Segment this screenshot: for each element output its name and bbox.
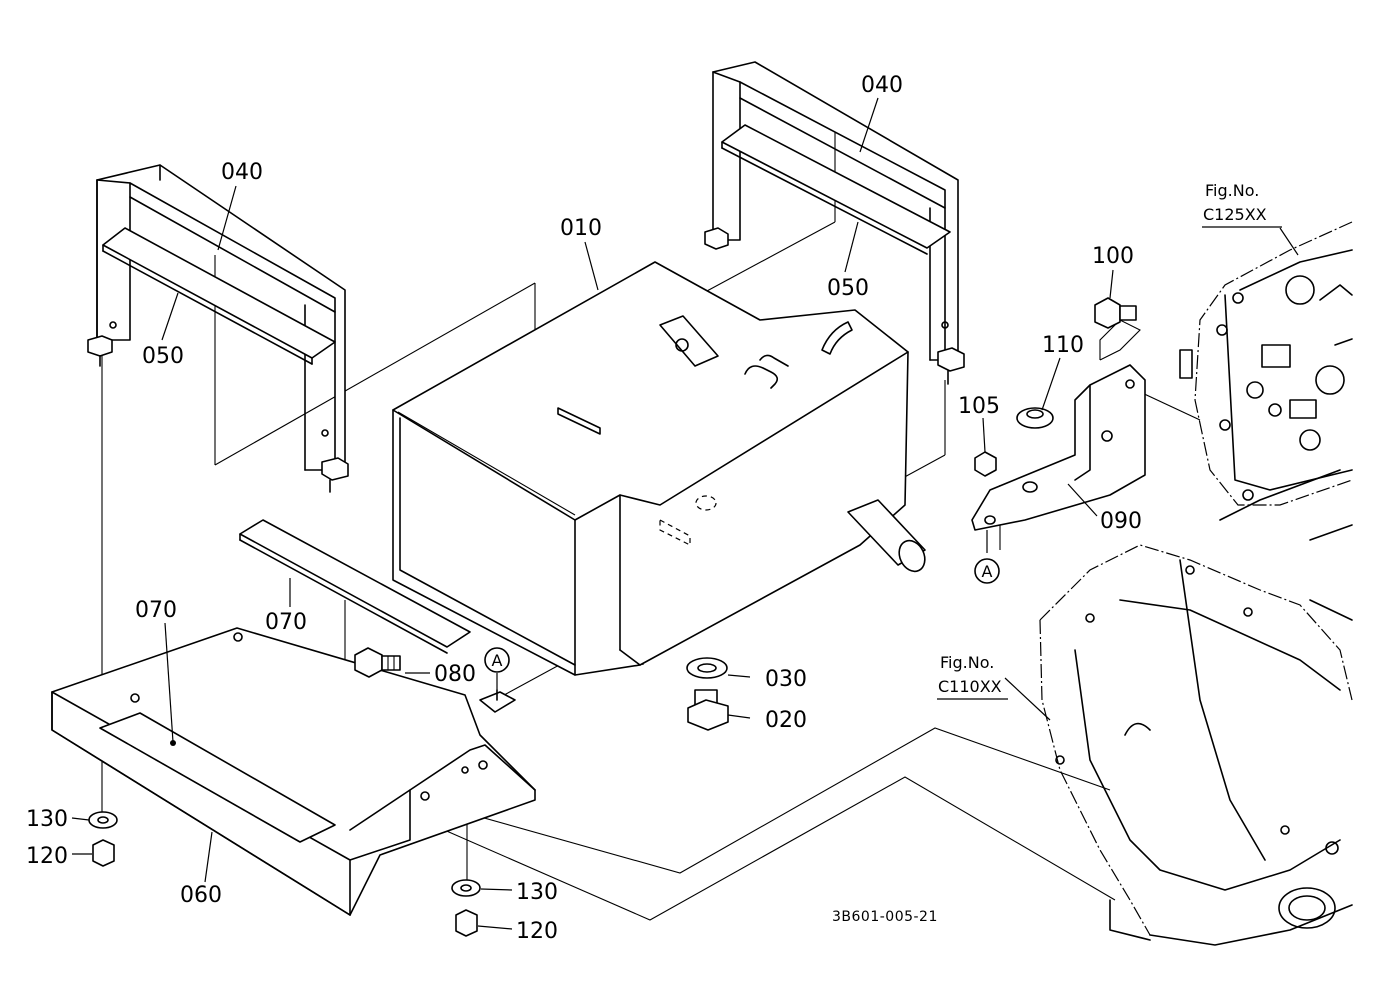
- label-020: 020: [765, 708, 807, 733]
- label-105: 105: [958, 394, 1000, 419]
- marker-a-text-2: A: [492, 651, 503, 670]
- grommet-110: [1016, 407, 1054, 429]
- marker-a-text-1: A: [982, 562, 993, 581]
- label-110: 110: [1042, 333, 1084, 358]
- label-130-left: 130: [26, 807, 68, 832]
- pad-070-loose: [239, 519, 471, 654]
- fig-ref-upper-line1: Fig.No.: [1205, 181, 1259, 200]
- label-080: 080: [434, 662, 476, 687]
- label-leaders: [71, 97, 1299, 930]
- housing-c110xx: [1039, 469, 1353, 946]
- label-010: 010: [560, 216, 602, 241]
- fig-ref-lower-line1: Fig.No.: [940, 653, 994, 672]
- plug-020: [687, 689, 729, 731]
- label-030: 030: [765, 667, 807, 692]
- strip-050-right: [721, 124, 951, 255]
- fig-ref-lower-line2: C110XX: [938, 677, 1002, 696]
- bracket-040-left: [96, 164, 346, 471]
- housing-c125xx: [1179, 221, 1353, 506]
- label-050-left: 050: [142, 344, 184, 369]
- label-070-left: 070: [135, 598, 177, 623]
- washer-nut-left: [88, 811, 118, 867]
- part-labels: 010 040 040 050 050 100 110 105 090 070 …: [26, 73, 1142, 944]
- washer-030: [686, 657, 728, 679]
- fig-ref-upper-line2: C125XX: [1203, 205, 1267, 224]
- bolt-left-front: [87, 335, 349, 493]
- label-060: 060: [180, 883, 222, 908]
- fuel-tank-010: [392, 261, 926, 676]
- figure-ref-c110xx: Fig.No. C110XX: [937, 653, 1008, 700]
- label-100: 100: [1092, 244, 1134, 269]
- bracket-090: [971, 364, 1146, 531]
- strip-050-left: [102, 227, 336, 365]
- tray-stud-bracket: [479, 689, 516, 713]
- bolt-right-brackets: [704, 227, 965, 385]
- reference-marker-a-bracket: A: [974, 558, 1000, 584]
- label-070-mid: 070: [265, 610, 307, 635]
- nut-105: [974, 451, 997, 477]
- washer-nut-bottom: [451, 879, 481, 937]
- drawing-code: 3B601-005-21: [832, 909, 938, 925]
- label-040-right: 040: [861, 73, 903, 98]
- label-050-right: 050: [827, 276, 869, 301]
- figure-ref-c125xx: Fig.No. C125XX: [1202, 181, 1282, 228]
- label-130-bottom: 130: [516, 880, 558, 905]
- reference-marker-a-tray: A: [484, 647, 510, 673]
- label-120-bottom: 120: [516, 919, 558, 944]
- label-090: 090: [1100, 509, 1142, 534]
- fitting-080: [354, 647, 401, 678]
- label-120-left: 120: [26, 844, 68, 869]
- pad-070-on-tray: [99, 712, 336, 843]
- label-040-left: 040: [221, 160, 263, 185]
- fitting-100: [1094, 297, 1137, 329]
